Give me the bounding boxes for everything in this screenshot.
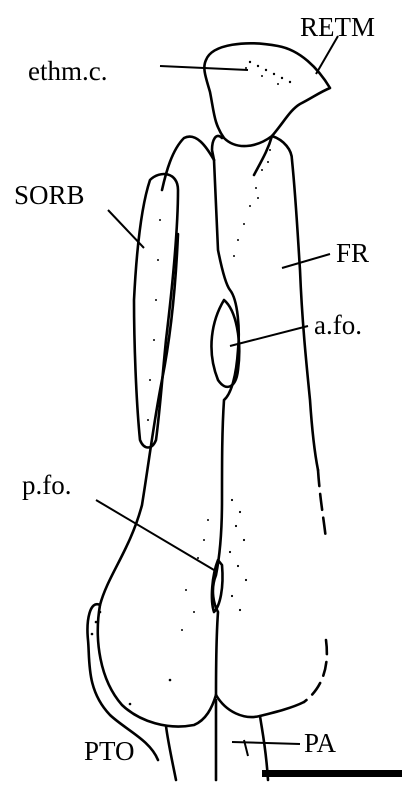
leader-line-p-fo — [96, 500, 214, 570]
median-bone-left-outline — [162, 137, 214, 190]
label-pa: PA — [304, 728, 337, 758]
posterior-right-edge — [304, 640, 327, 702]
median-bone-left-lower-outline — [98, 234, 216, 726]
scale-bar — [262, 770, 402, 777]
label-a-fo: a.fo. — [314, 310, 362, 340]
ethmoid-neck-left — [212, 136, 222, 160]
label-fr: FR — [336, 238, 369, 268]
label-p-fo: p.fo. — [22, 470, 72, 500]
frontal-dashed-edge — [318, 470, 326, 540]
frontal-right-outline — [272, 136, 318, 470]
leader-line-a-fo — [230, 326, 308, 346]
label-pto: PTO — [84, 736, 135, 766]
leader-line-pa — [232, 742, 300, 744]
leader-line-sorb — [108, 210, 144, 248]
retm-bone-outline — [204, 43, 330, 146]
posterior-bottom-edge — [216, 695, 304, 717]
label-ethm-c: ethm.c. — [28, 56, 107, 86]
stippling — [91, 61, 291, 706]
label-retm: RETM — [300, 12, 375, 42]
leader-line-fr — [282, 254, 330, 268]
midline-suture — [213, 160, 239, 695]
label-sorb: SORB — [14, 180, 85, 210]
pto-bone-right — [166, 726, 176, 780]
